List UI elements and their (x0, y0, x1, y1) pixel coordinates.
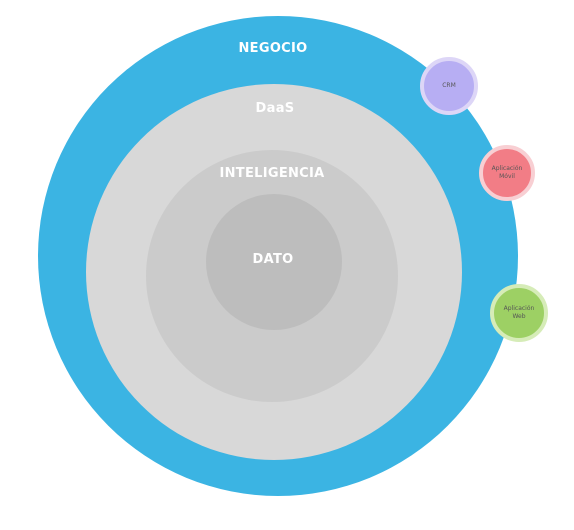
app-label-movil: Aplicación Móvil (489, 165, 525, 181)
label-negocio: NEGOCIO (238, 41, 308, 56)
app-label-movil-line1: Aplicación (491, 165, 523, 172)
app-label-web-line2: Web (512, 313, 526, 320)
app-label-web-line1: Aplicación (503, 305, 535, 312)
label-inteligencia: INTELIGENCIA (219, 166, 325, 181)
label-daas: DaaS (255, 101, 295, 116)
ring-dato (206, 194, 342, 330)
app-bubble-web: Aplicación Web (490, 284, 548, 342)
app-label-web: Aplicación Web (501, 305, 537, 321)
app-label-crm: CRM (442, 82, 456, 89)
app-bubble-crm: CRM (420, 57, 478, 115)
app-label-movil-line2: Móvil (499, 173, 515, 180)
app-bubble-movil: Aplicación Móvil (479, 145, 535, 201)
label-dato: DATO (252, 252, 294, 267)
